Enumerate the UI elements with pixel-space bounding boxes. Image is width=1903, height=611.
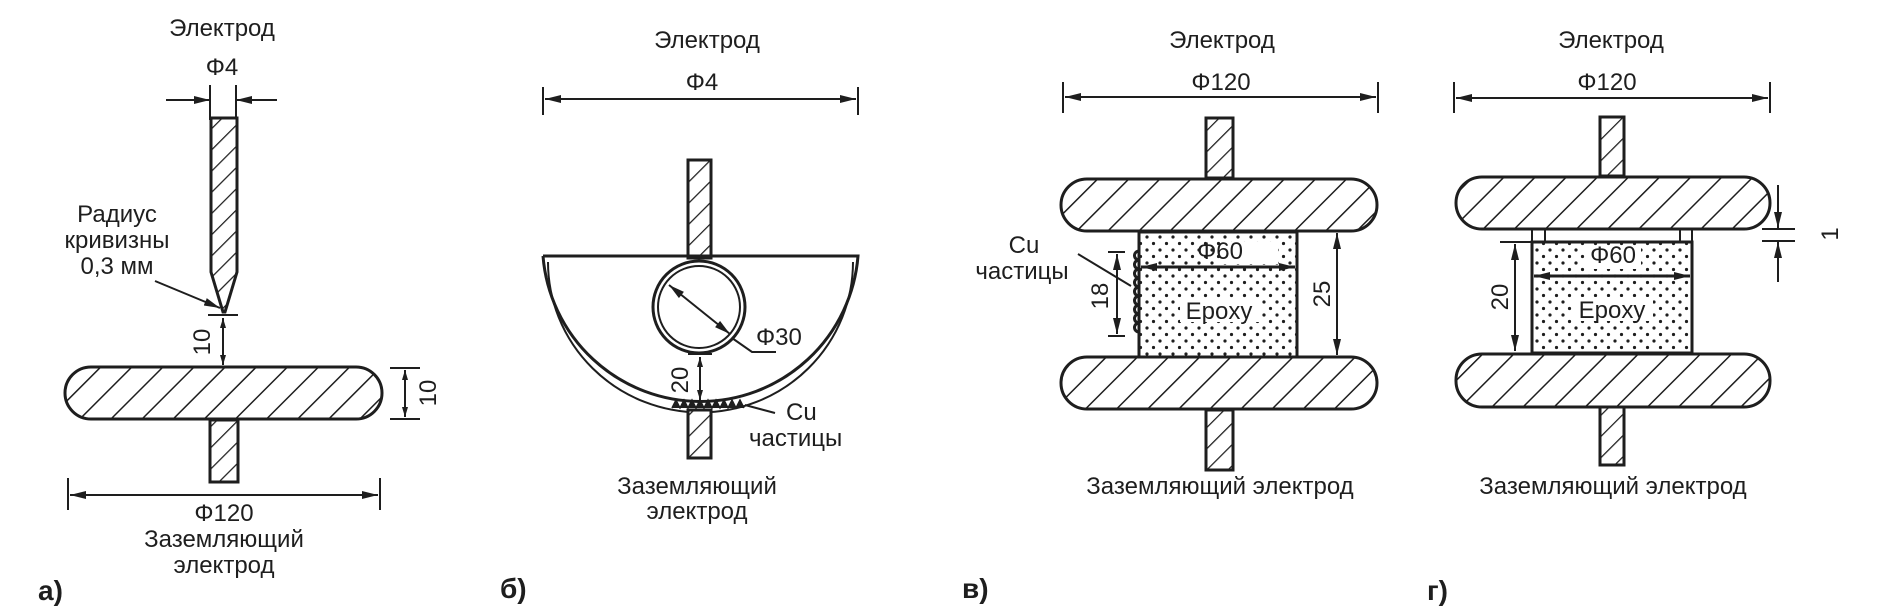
ground-stem [208,418,240,484]
ground-disk [1454,352,1772,409]
ground-diameter-label: Φ120 [194,500,253,527]
label-bg [1585,247,1641,269]
disk-thickness-dimension: 10 [390,367,442,420]
cu-particles [671,398,745,410]
electrode-diameter-dimension [1062,82,1379,113]
radius-label-line2: кривизны [65,227,170,254]
height-dimension: 25 [1309,233,1352,358]
height-dimension: 20 [1487,244,1519,351]
electrode-diameter-label: Φ4 [686,69,719,96]
ground-rod [1204,408,1235,472]
sphere-electrode [651,259,747,355]
hemispherical-bowl [541,254,860,403]
electrode-label: Электрод [1558,27,1664,54]
spacer-right [1679,228,1693,243]
label-bg [1573,297,1653,321]
ground-label-line2: электрод [646,498,747,525]
electrode-diameter-dimension [1453,82,1771,113]
gap-dimension-label: 1 [1817,227,1844,240]
gap-dimension-label: 10 [189,329,216,356]
panel-tag: в) [962,573,989,604]
gap-dimension: 20 [667,353,712,400]
ground-label: Заземляющий электрод [1479,473,1746,500]
electrode-rod [1204,116,1235,180]
panel-tag: а) [38,575,63,606]
height-dimension-label: 25 [1309,281,1336,308]
panel-d: Электрод Φ120 Φ60 Epoxy 20 1 [1427,27,1844,606]
radius-leader [154,280,221,309]
radius-label-line1: Радиус [77,201,157,228]
ground-label-line2: электрод [173,552,274,579]
gap-dimension: 10 [189,314,238,365]
ground-disk [63,365,384,421]
particles-leader [1077,253,1132,287]
spacer-left [1531,228,1546,243]
gap-dimension: 1 [1762,185,1844,282]
panel-c: Электрод Φ120 Φ60 Epoxy 25 18 Cu [962,27,1379,604]
electrode-rod [1598,115,1626,178]
ground-disk [1059,355,1379,411]
electrode-rod [686,158,713,260]
height-dimension-label: 20 [1487,284,1514,311]
panel-a: Электрод Φ4 Радиус кривизны 0,3 мм 10 1 [38,15,442,606]
ground-rod [686,408,713,460]
sphere-diameter-arrow [668,284,731,335]
particles-dimension: 18 [1087,251,1125,337]
particles-label-line2: частицы [975,258,1068,285]
electrode-diameter-label: Φ120 [1577,69,1636,96]
electrode-label: Электрод [169,15,275,42]
gap-dimension-label: 20 [667,367,694,394]
particles-label-line1: Cu [1009,232,1040,259]
panel-tag: б) [500,573,527,604]
ground-rod [1598,405,1626,467]
sphere-diameter-leader [731,337,776,353]
top-electrode-disk [1059,177,1379,233]
ground-diameter-dimension [67,478,381,510]
sample-material-label: Epoxy [1579,297,1646,324]
disk-thickness-label: 10 [415,380,442,407]
electrode-diameter-dimension [166,85,277,120]
needle-electrode [209,116,239,314]
electrode-diameter-label: Φ120 [1191,69,1250,96]
ground-label: Заземляющий электрод [1086,473,1353,500]
particles-leader [744,404,776,414]
sample-diameter-label: Φ60 [1590,242,1636,269]
label-bg [1220,242,1278,264]
particles-dimension-label: 18 [1087,283,1114,310]
panel-b: Электрод Φ4 Φ30 20 Cu частицы Зазе [500,27,860,604]
sphere-inner-wall [657,265,741,349]
cu-particles [1133,249,1140,334]
sample-material-label: Epoxy [1186,298,1253,325]
top-electrode-disk [1454,175,1772,231]
ground-label-line1: Заземляющий [144,526,304,553]
panel-tag: г) [1427,575,1448,606]
particles-label-line2: частицы [749,425,842,452]
electrode-diameter-label: Φ4 [206,54,239,81]
radius-label-line3: 0,3 мм [80,253,153,280]
sample-diameter-label: Φ60 [1197,238,1243,265]
ground-label-line1: Заземляющий [617,473,777,500]
label-bg [1180,298,1260,322]
particles-label-line1: Cu [786,399,817,426]
sphere-diameter-label: Φ30 [756,324,802,351]
electrode-diameter-dimension [542,87,859,115]
electrode-label: Электрод [1169,27,1275,54]
electrode-label: Электрод [654,27,760,54]
